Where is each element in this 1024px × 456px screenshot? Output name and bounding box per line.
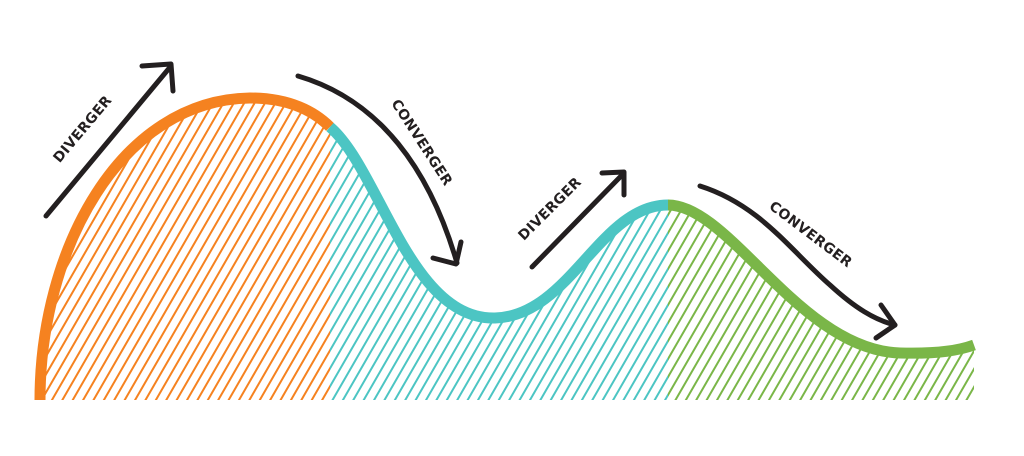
arrow-up-right-icon xyxy=(529,169,627,270)
label-diverger-1: DIVERGER xyxy=(50,93,115,166)
curve-orange xyxy=(34,92,334,401)
arrow-curved-down-icon xyxy=(295,73,464,267)
arrow-curved-right-icon xyxy=(697,183,898,341)
arrow-up-right-icon xyxy=(43,61,176,219)
label-diverger-2: DIVERGER xyxy=(515,174,584,243)
curve-green xyxy=(667,199,976,359)
curve-teal xyxy=(326,122,669,324)
diverge-area-1 xyxy=(40,98,330,400)
converge-diverge-area xyxy=(330,127,668,400)
